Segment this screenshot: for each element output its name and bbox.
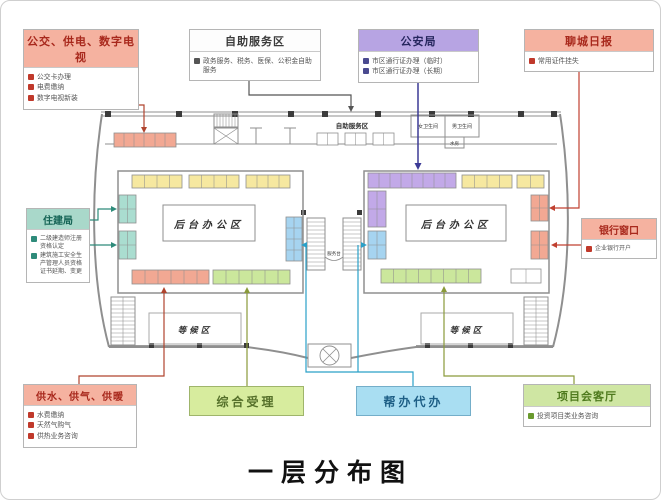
- callout-item: 投资项目类业务咨询: [528, 412, 646, 421]
- callout-bank: 银行窗口 企业银行开户: [581, 218, 657, 260]
- item-badge-icon: [529, 57, 535, 64]
- item-text: 建筑施工安全生产管理人员资格证书延期、变更: [40, 253, 83, 276]
- callout-item: 供热业务咨询: [28, 432, 132, 441]
- bottom-right-stairs: [523, 296, 549, 346]
- waiting-left-label: 等候区: [178, 325, 213, 335]
- item-badge-icon: [28, 94, 34, 101]
- callout-item: 天然气购气: [28, 421, 132, 430]
- corridor-stairs: [213, 113, 296, 144]
- waiting-right-label: 等候区: [450, 325, 485, 335]
- callout-housing: 住建局 二级建造师注册资格认定 建筑施工安全生产管理人员资格证书延期、变更: [26, 208, 90, 283]
- callout-title: 供水、供气、供暖: [24, 385, 136, 406]
- callout-title: 自助服务区: [190, 30, 320, 52]
- item-badge-icon: [363, 68, 369, 75]
- item-text: 投资项目类业务咨询: [537, 412, 599, 420]
- service-desk-label: 服务台: [327, 250, 341, 257]
- connector-lines: [78, 65, 581, 386]
- callout-item: 公交卡办理: [28, 73, 134, 82]
- desk-row-salmon-corridor: [113, 132, 177, 148]
- building-walls: [93, 111, 569, 359]
- callout-item: 建筑施工安全生产管理人员资格证书延期、变更: [31, 252, 85, 276]
- item-text: 电费缴纳: [37, 84, 65, 92]
- callout-self-service: 自助服务区 政务服务、税务、医保、公积金自助服务: [189, 29, 321, 82]
- item-text: 市区通行证办理（临时）: [372, 57, 447, 65]
- left-office-room: 后台办公区: [117, 170, 304, 294]
- callout-item: 电费缴纳: [28, 83, 134, 92]
- line-help-agency: [305, 245, 414, 386]
- line-project: [443, 292, 575, 384]
- item-badge-icon: [194, 57, 200, 64]
- general-acceptance-box: 综合受理: [189, 386, 304, 416]
- callout-title: 银行窗口: [582, 219, 656, 240]
- page-title: 一层分布图: [247, 459, 413, 487]
- help-agency-box: 帮办代办: [356, 386, 471, 416]
- callout-item: 市区通行证办理（长期）: [363, 67, 474, 76]
- callout-item: 水费缴纳: [28, 411, 132, 420]
- item-text: 数字电视新装: [37, 94, 78, 102]
- callout-title: 项目会客厅: [524, 385, 650, 407]
- item-badge-icon: [363, 57, 369, 64]
- callout-item: 政务服务、税务、医保、公积金自助服务: [194, 57, 316, 75]
- item-badge-icon: [28, 422, 34, 429]
- item-badge-icon: [28, 84, 34, 91]
- item-text: 公交卡办理: [37, 73, 71, 81]
- item-text: 政务服务、税务、医保、公积金自助服务: [203, 57, 312, 74]
- waiting-area-right: 等候区: [420, 312, 514, 345]
- item-badge-icon: [528, 412, 534, 419]
- back-office-left-label: 后台办公区: [173, 219, 244, 231]
- back-office-right-label: 后台办公区: [420, 219, 491, 231]
- callout-item: 二级建造师注册资格认定: [31, 235, 85, 251]
- line-housing-a: [90, 208, 111, 221]
- callout-item: 常用证件挂失: [529, 57, 649, 66]
- restroom-women-label: 女卫生间: [418, 123, 438, 130]
- callout-water-gas-heat: 供水、供气、供暖 水费缴纳 天然气购气 供热业务咨询: [23, 384, 137, 448]
- bottom-left-stairs: [110, 296, 136, 346]
- callout-title: 聊城日报: [525, 30, 653, 52]
- revolving-door: [307, 343, 352, 368]
- help-agency-label: 帮办代办: [383, 394, 444, 409]
- item-badge-icon: [586, 245, 592, 252]
- line-self-service: [248, 73, 352, 106]
- item-badge-icon: [28, 411, 34, 418]
- callout-daily: 聊城日报 常用证件挂失: [524, 29, 654, 73]
- item-text: 市区通行证办理（长期）: [372, 68, 447, 76]
- callout-police: 公安局 市区通行证办理（临时） 市区通行证办理（长期）: [358, 29, 479, 83]
- item-badge-icon: [31, 235, 37, 242]
- item-text: 天然气购气: [37, 422, 71, 430]
- item-badge-icon: [31, 253, 37, 260]
- item-text: 供热业务咨询: [37, 432, 78, 440]
- callout-item: 数字电视新装: [28, 94, 134, 103]
- item-text: 二级建造师注册资格认定: [40, 235, 83, 250]
- elevator: [213, 127, 239, 145]
- callout-project-lounge: 项目会客厅 投资项目类业务咨询: [523, 384, 651, 428]
- callout-title: 住建局: [27, 209, 89, 230]
- restroom-men-label: 男卫生间: [452, 123, 472, 130]
- item-text: 常用证件挂失: [538, 57, 579, 65]
- restrooms: 女卫生间 男卫生间 水房: [410, 114, 480, 149]
- self-service-area-label: 自助服务区: [336, 121, 369, 130]
- callout-title: 公交、供电、数字电视: [24, 30, 138, 68]
- water-room-label: 水房: [450, 140, 459, 147]
- right-office-room: 后台办公区: [363, 170, 550, 294]
- item-badge-icon: [28, 432, 34, 439]
- line-daily: [555, 65, 580, 209]
- item-text: 企业银行开户: [595, 245, 632, 252]
- line-water-gas-heat: [78, 293, 165, 384]
- self-service-desks: [316, 132, 395, 146]
- callout-title: 公安局: [359, 30, 478, 52]
- waiting-area-left: 等候区: [148, 312, 242, 345]
- general-acceptance-label: 综合受理: [216, 394, 277, 409]
- callout-bus-power-tv: 公交、供电、数字电视 公交卡办理 电费缴纳 数字电视新装: [23, 29, 139, 110]
- item-text: 水费缴纳: [37, 411, 65, 419]
- callout-item: 市区通行证办理（临时）: [363, 57, 474, 66]
- item-badge-icon: [28, 73, 34, 80]
- central-stairs: 服务台: [306, 217, 362, 271]
- callout-item: 企业银行开户: [586, 245, 652, 253]
